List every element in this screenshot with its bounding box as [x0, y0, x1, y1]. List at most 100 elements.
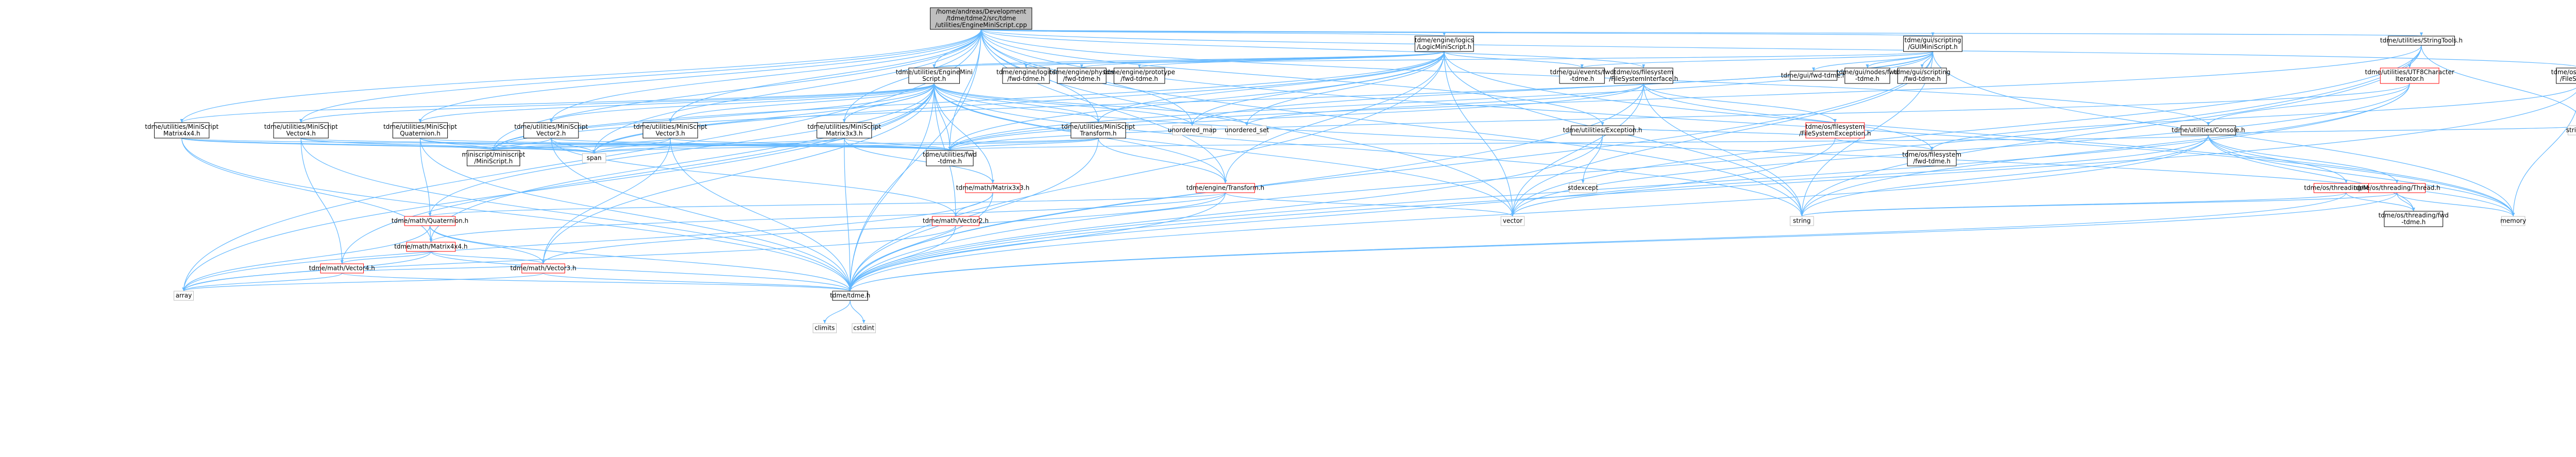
edge-logics-to-util_fwd — [949, 51, 1445, 151]
node-vec4[interactable]: tdme/math/Vector4.h — [309, 263, 375, 274]
edge-engminiscript-to-ms_m4 — [181, 83, 935, 123]
node-label: tdme/utilities/MiniScript — [514, 123, 588, 130]
node-box — [2380, 67, 2439, 84]
node-box — [832, 291, 868, 301]
edge-arrowhead — [1642, 64, 1646, 68]
node-console[interactable]: tdme/utilities/Console.h — [2172, 125, 2245, 136]
edge-ms_m4-to-tdme_h — [181, 138, 851, 292]
edge-utf8-to-console — [2208, 83, 2410, 126]
edge-thread-to-string — [1801, 192, 2398, 217]
node-physics_fwd[interactable]: tdme/engine/physics/fwd-tdme.h — [1049, 67, 1114, 84]
node-quat[interactable]: tdme/math/Quaternion.h — [392, 216, 468, 226]
node-vec3[interactable]: tdme/math/Vector3.h — [510, 263, 577, 274]
node-proto_fwd[interactable]: tdme/engine/prototype/fwd-tdme.h — [1104, 67, 1175, 84]
node-label: tdme/utilities/EngineMini — [896, 69, 973, 76]
edge-root-to-fs_h — [980, 29, 2576, 67]
node-root[interactable]: /home/andreas/Development/tdme/tdme2/src… — [930, 7, 1032, 30]
node-box — [1002, 67, 1050, 84]
edge-engminiscript-to-ms_q — [419, 83, 935, 123]
node-label: tdme/math/Vector3.h — [510, 265, 576, 272]
edge-vec3-to-tdme_h — [543, 273, 851, 292]
edge-arrowhead — [1580, 64, 1584, 68]
node-label: Matrix4x4.h — [163, 130, 200, 137]
node-exc[interactable]: tdme/utilities/Exception.h — [1563, 125, 1642, 136]
node-fs_h[interactable]: tdme/os/filesystem/FileSystem.h — [2551, 67, 2576, 84]
edge-gui_ms-to-engminiscript — [934, 51, 1934, 69]
node-label: tdme/utilities/Exception.h — [1563, 127, 1642, 134]
edge-ms_v2-to-miniscript — [493, 138, 552, 151]
node-miniscript[interactable]: miniscript/miniscript/MiniScript.h — [462, 150, 526, 166]
edge-strtools-to-string_view — [2421, 45, 2576, 113]
node-label: /fwd-tdme.h — [1903, 75, 1941, 82]
node-nodes_fwd[interactable]: tdme/gui/nodes/fwd-tdme.h — [1837, 67, 1899, 84]
node-gui_fwd[interactable]: tdme/gui/fwd-tdme.h — [1781, 71, 1846, 81]
edge-ms_tr-to-miniscript — [493, 138, 1099, 151]
node-label: tdme/gui/scripting — [1894, 69, 1951, 76]
node-label: tdme/os/threading/Mutex.h — [2304, 184, 2388, 192]
node-scripting_fwd[interactable]: tdme/gui/scripting/fwd-tdme.h — [1894, 67, 1951, 84]
node-m3x3[interactable]: tdme/math/Matrix3x3.h — [956, 183, 1029, 193]
node-m4x4[interactable]: tdme/math/Matrix4x4.h — [394, 242, 468, 252]
node-tdme_h[interactable]: tdme/tdme.h — [830, 291, 870, 301]
node-fsexc[interactable]: tdme/os/filesystem/FileSystemException.h — [1799, 122, 1871, 139]
edge-m4x4-to-vec4 — [342, 251, 432, 264]
edge-arrowhead — [1833, 119, 1837, 123]
node-thread[interactable]: tdme/os/threading/Thread.h — [2353, 183, 2441, 193]
node-label: Matrix3x3.h — [826, 130, 863, 137]
node-box — [392, 122, 448, 139]
node-thr_fwd[interactable]: tdme/os/threading/fwd-tdme.h — [2378, 211, 2449, 227]
node-engminiscript[interactable]: tdme/utilities/EngineMiniScript.h — [896, 67, 973, 84]
node-gui_ms[interactable]: tdme/gui/scripting/GUIMiniScript.h — [1903, 36, 1962, 52]
node-logics[interactable]: tdme/engine/logics/LogicMiniScript.h — [1415, 36, 1474, 52]
node-events_fwd[interactable]: tdme/gui/events/fwd-tdme.h — [1550, 67, 1614, 84]
node-fsi[interactable]: tdme/os/filesystem/FileSystemInterface.h — [1609, 67, 1678, 84]
node-label: tdme/utilities/Console.h — [2172, 127, 2245, 134]
edge-arrowhead — [541, 260, 545, 264]
edge-quat-to-vec3 — [429, 225, 544, 264]
node-logics_fwd[interactable]: tdme/engine/logics/fwd-tdme.h — [996, 67, 1056, 84]
edge-root-to-memory — [980, 29, 2514, 217]
node-fs_fwd[interactable]: tdme/os/filesystem/fwd-tdme.h — [1902, 150, 1961, 166]
node-label: climits — [815, 325, 835, 332]
node-util_fwd[interactable]: tdme/utilities/fwd-tdme.h — [923, 150, 977, 166]
node-label: tdme/engine/prototype — [1104, 69, 1175, 76]
node-label: Vector2.h — [536, 130, 566, 137]
edge-mutex-to-thr_fwd — [2346, 192, 2414, 212]
node-label: /home/andreas/Development — [936, 8, 1026, 15]
node-box — [273, 122, 329, 139]
edge-arrowhead — [549, 119, 553, 123]
node-box — [1113, 67, 1165, 84]
node-label: -tdme.h — [1570, 75, 1594, 82]
node-transform[interactable]: tdme/engine/Transform.h — [1187, 183, 1265, 193]
node-box — [1172, 125, 1212, 136]
edge-fsi-to-string — [1643, 83, 1803, 217]
edge-arrowhead — [991, 180, 994, 183]
edge-arrowhead — [1800, 213, 1804, 216]
node-vec2[interactable]: tdme/math/Vector2.h — [923, 216, 989, 226]
edge-ms_m4-to-span — [181, 138, 595, 154]
edge-vec2-to-array — [183, 225, 956, 292]
edge-console-to-util_fwd — [949, 134, 2209, 151]
edge-arrowhead — [1866, 64, 1869, 68]
edge-arrowhead — [180, 119, 183, 123]
edge-console-to-thr_fwd — [2208, 134, 2414, 212]
node-box — [1897, 67, 1947, 84]
node-label: /MiniScript.h — [474, 158, 513, 165]
edge-utf8-to-tdme_h — [850, 83, 2410, 292]
node-mutex[interactable]: tdme/os/threading/Mutex.h — [2304, 183, 2388, 193]
node-box — [1071, 122, 1126, 139]
edge-arrowhead — [2512, 213, 2515, 216]
node-box — [1571, 125, 1634, 136]
node-label: tdme/engine/Transform.h — [1187, 184, 1265, 192]
node-strtools[interactable]: tdme/utilities/StringTools.h — [2380, 36, 2463, 46]
edge-arrowhead — [1812, 67, 1816, 71]
node-string: string — [1790, 216, 1814, 226]
